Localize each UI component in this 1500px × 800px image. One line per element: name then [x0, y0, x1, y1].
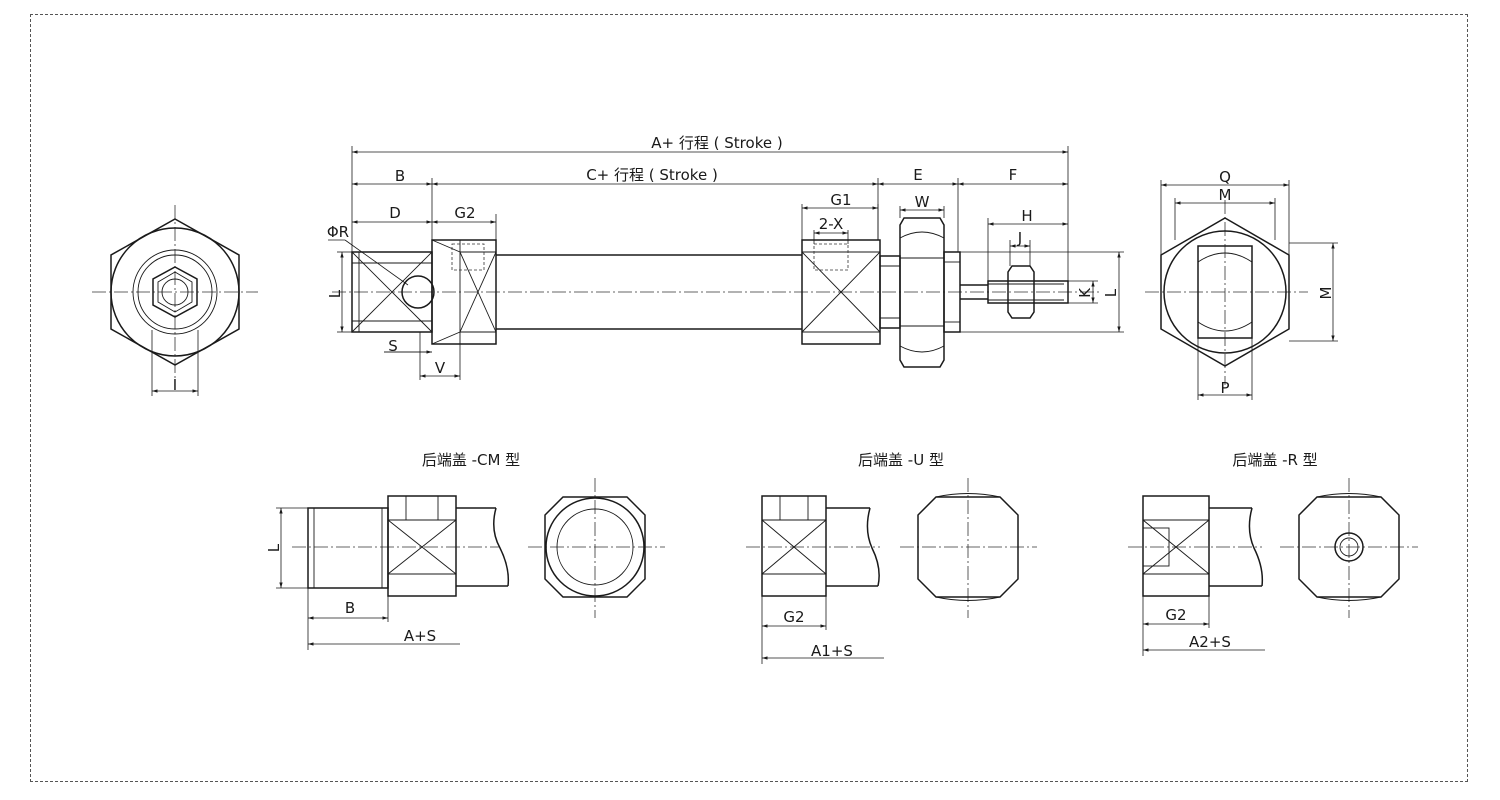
rear-cover-r-type: 后端盖 -R 型 G2 A2+S: [1128, 451, 1418, 656]
dim-label-s: S: [388, 337, 398, 355]
dim-label-w: W: [915, 193, 930, 211]
dim-label-q: Q: [1219, 168, 1231, 186]
dim-label-l-right: L: [1102, 288, 1120, 297]
dim-label-m-top: M: [1219, 186, 1232, 204]
drawing-frame: [30, 14, 1468, 782]
dim-label-a2-s: A2+S: [1189, 633, 1231, 651]
dim-label-b-cm: B: [345, 599, 355, 617]
dim-label-f: F: [1009, 166, 1018, 184]
dim-label-i: I: [173, 376, 177, 394]
dim-label-a-s: A+S: [404, 627, 436, 645]
dim-label-l-cm: L: [265, 543, 283, 552]
cylinder-side-view: [332, 217, 1100, 368]
dim-label-g2: G2: [454, 204, 475, 222]
dim-label-a-stroke: A+ 行程 ( Stroke ): [651, 134, 782, 152]
main-dimensions: A+ 行程 ( Stroke ) B C+ 行程 ( Stroke ) E F …: [326, 134, 1124, 380]
dim-label-phi-r: ΦR: [327, 223, 349, 241]
dim-label-b: B: [395, 167, 405, 185]
dim-label-h: H: [1021, 207, 1032, 225]
dim-label-g1: G1: [830, 191, 851, 209]
rear-cover-u-type: 后端盖 -U 型 G2 A1+S: [746, 451, 1037, 664]
rear-cover-cm-type: 后端盖 -CM 型 L B A+S: [265, 451, 665, 650]
dim-label-c-stroke: C+ 行程 ( Stroke ): [586, 166, 718, 184]
title-u-type: 后端盖 -U 型: [858, 451, 944, 469]
dim-label-m-side: M: [1317, 287, 1335, 300]
dim-label-2-x: 2-X: [819, 215, 844, 233]
title-r-type: 后端盖 -R 型: [1232, 451, 1317, 469]
dim-label-e: E: [913, 166, 922, 184]
dim-label-k: K: [1076, 287, 1094, 298]
dim-label-p: P: [1220, 379, 1229, 397]
dim-label-j: J: [1017, 229, 1022, 247]
title-cm-type: 后端盖 -CM 型: [422, 451, 520, 469]
left-end-view: I: [92, 205, 258, 396]
dim-label-g2-u: G2: [783, 608, 804, 626]
dim-label-d: D: [389, 204, 401, 222]
dim-label-v: V: [435, 359, 446, 377]
dim-label-a1-s: A1+S: [811, 642, 853, 660]
right-end-view: Q M M P: [1145, 168, 1338, 400]
dim-label-l-left: L: [326, 289, 344, 298]
dim-label-g2-r: G2: [1165, 606, 1186, 624]
